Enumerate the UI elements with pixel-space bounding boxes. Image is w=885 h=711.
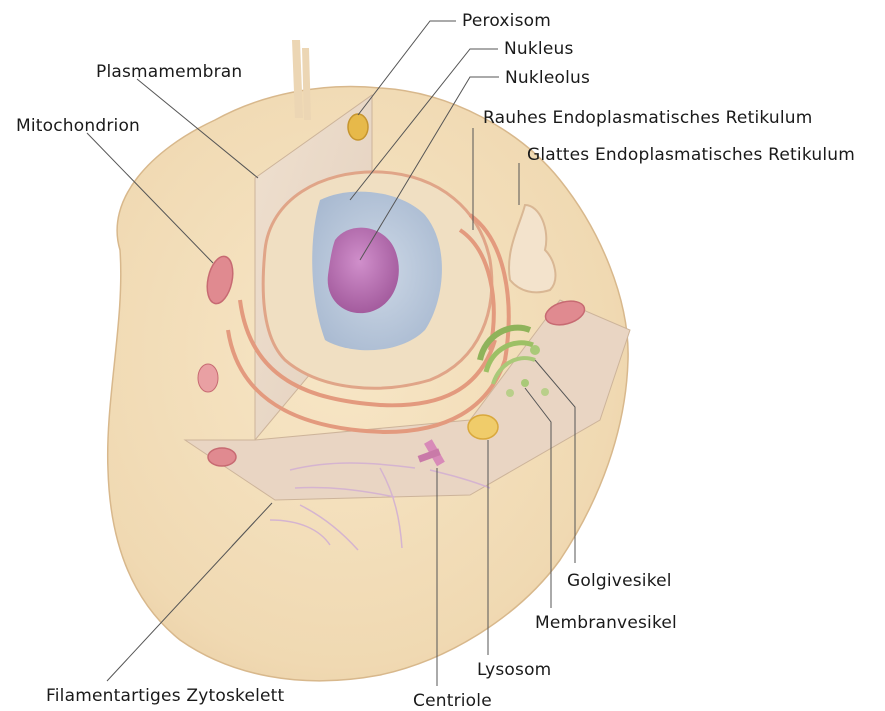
membrane-vesicle xyxy=(541,388,549,396)
peroxisome xyxy=(348,114,368,140)
label-plasmamembran: Plasmamembran xyxy=(96,62,242,82)
label-peroxisom: Peroxisom xyxy=(462,11,551,31)
nucleolus xyxy=(328,228,399,314)
label-glattes-er: Glattes Endoplasmatisches Retikulum xyxy=(527,145,855,165)
label-membranvesikel: Membranvesikel xyxy=(535,613,677,633)
label-golgivesikel: Golgivesikel xyxy=(567,571,672,591)
label-mitochondrion: Mitochondrion xyxy=(16,116,140,136)
label-lysosom: Lysosom xyxy=(477,660,551,680)
lysosome xyxy=(468,415,498,439)
microvilli xyxy=(292,40,311,120)
label-centriole: Centriole xyxy=(413,691,492,711)
mitochondrion xyxy=(208,448,236,466)
label-nukleolus: Nukleolus xyxy=(505,68,590,88)
membrane-vesicle xyxy=(506,389,514,397)
label-nukleus: Nukleus xyxy=(504,39,574,59)
mitochondrion xyxy=(198,364,218,392)
golgi-vesicle xyxy=(530,345,540,355)
golgi-vesicle xyxy=(521,379,529,387)
label-rauhes-er: Rauhes Endoplasmatisches Retikulum xyxy=(483,108,813,128)
label-zytoskelett: Filamentartiges Zytoskelett xyxy=(46,686,284,706)
